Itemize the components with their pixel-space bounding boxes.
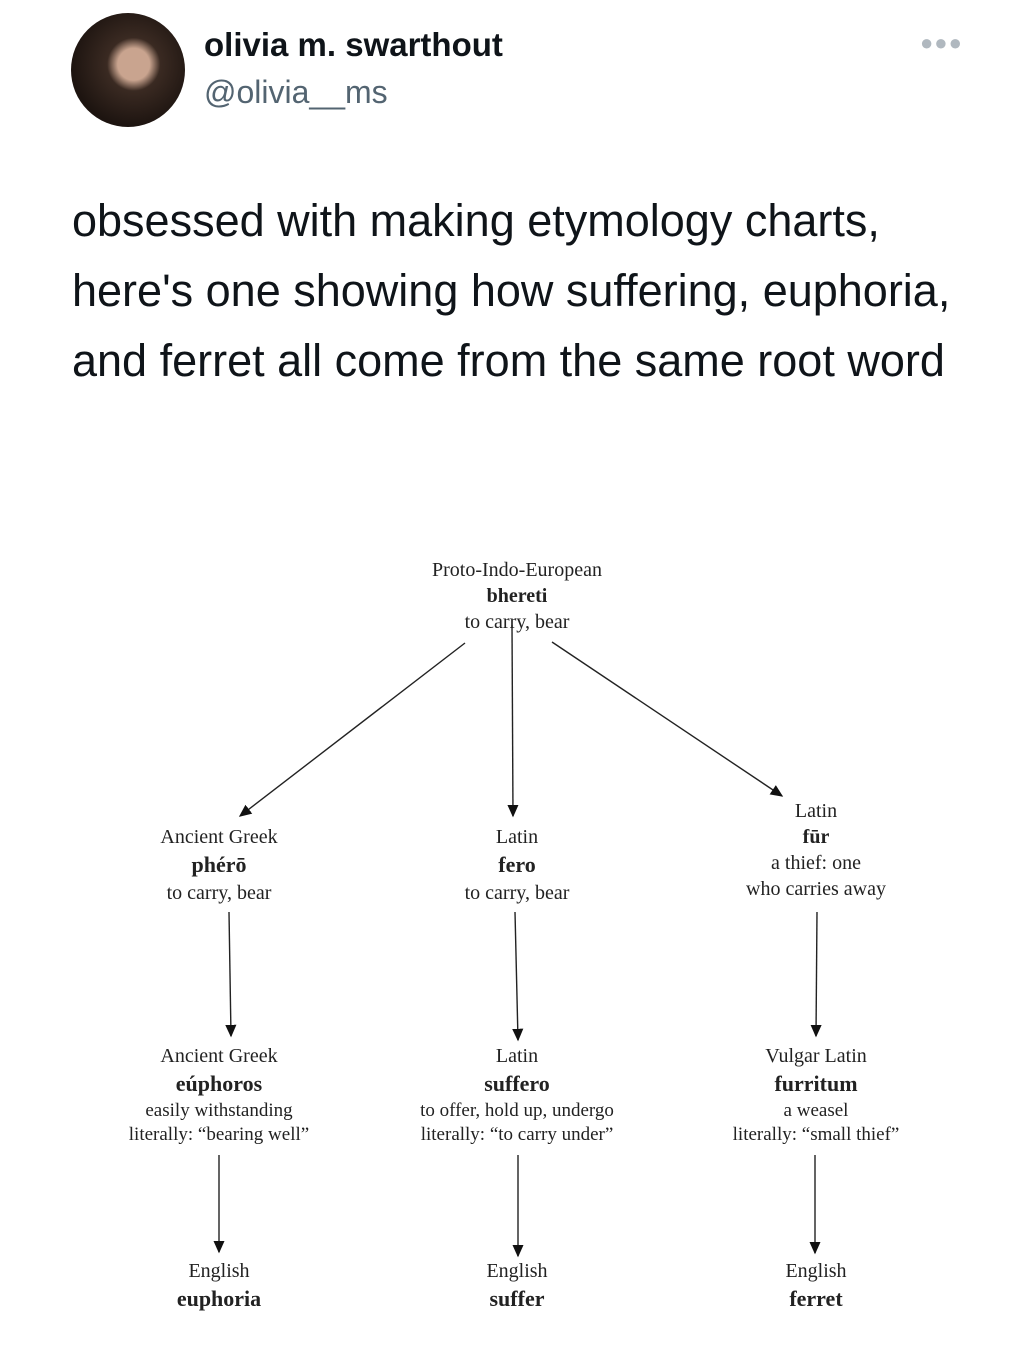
word: fūr [802, 826, 830, 848]
gloss: literally: “small thief” [732, 1124, 900, 1145]
node-furritum: Vulgar Latin furritum a weasel literally… [666, 1043, 966, 1147]
node-phero: Ancient Greek phérō to carry, bear [69, 824, 369, 906]
lang: Latin [495, 826, 539, 848]
arrow-greek [225, 911, 237, 1038]
lang: Latin [794, 800, 838, 822]
lang: English [486, 1260, 548, 1282]
gloss: to carry, bear [166, 882, 272, 904]
node-euphoros: Ancient Greek eúphoros easily withstandi… [69, 1043, 369, 1147]
word: bhereti [486, 585, 548, 607]
node-suffer: English suffer [367, 1258, 667, 1314]
node-root: Proto-Indo-European bhereti to carry, be… [367, 557, 667, 635]
lang: English [188, 1260, 250, 1282]
word: phérō [191, 852, 247, 877]
arrow-fur [810, 911, 822, 1038]
avatar[interactable] [71, 13, 185, 127]
tweet-text: obsessed with making etymology charts, h… [72, 195, 951, 386]
lang: Vulgar Latin [765, 1045, 867, 1067]
word: eúphoros [175, 1071, 263, 1096]
lang: English [785, 1260, 847, 1282]
gloss: a weasel [783, 1100, 849, 1121]
node-ferret: English ferret [666, 1258, 966, 1314]
arrow-latin [512, 911, 524, 1042]
word: fero [498, 852, 536, 877]
lang: Proto-Indo-European [432, 559, 602, 581]
gloss: easily withstanding [145, 1100, 293, 1121]
arrow-root-latin [507, 624, 519, 818]
gloss: literally: “to carry under” [420, 1124, 614, 1145]
node-euphoria: English euphoria [69, 1258, 369, 1314]
word: suffero [484, 1071, 550, 1096]
lang: Ancient Greek [160, 1045, 278, 1067]
gloss: to offer, hold up, undergo [420, 1100, 614, 1121]
node-fero: Latin fero to carry, bear [367, 824, 667, 906]
lang: Latin [495, 1045, 539, 1067]
word: euphoria [176, 1286, 262, 1311]
arrow-root-greek [238, 642, 466, 817]
gloss: a thief: one [771, 852, 861, 874]
word: ferret [789, 1286, 843, 1311]
gloss: to carry, bear [464, 882, 570, 904]
node-fur: Latin fūr a thief: one who carries away [666, 798, 966, 902]
more-horizontal-icon[interactable]: ●●● [920, 30, 963, 55]
gloss: literally: “bearing well” [128, 1124, 310, 1145]
author-handle[interactable]: @olivia__ms [204, 74, 388, 110]
gloss: who carries away [746, 878, 886, 900]
arrow-root-fur [551, 641, 784, 797]
gloss: to carry, bear [464, 611, 570, 633]
word: suffer [489, 1286, 545, 1311]
author-name[interactable]: olivia m. swarthout [204, 26, 503, 63]
node-suffero: Latin suffero to offer, hold up, undergo… [367, 1043, 667, 1147]
word: furritum [774, 1071, 858, 1096]
lang: Ancient Greek [160, 826, 278, 848]
